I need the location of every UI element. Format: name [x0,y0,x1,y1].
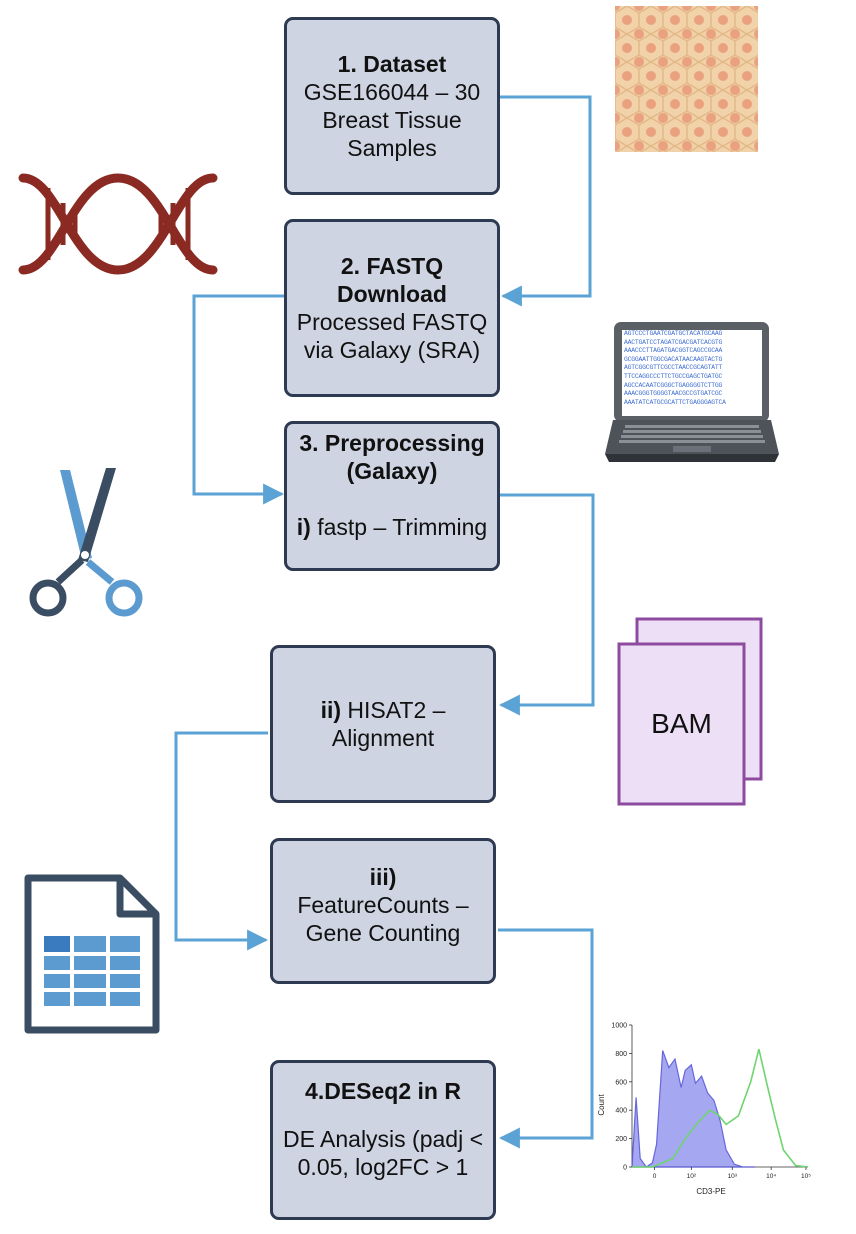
step-3-substep: i) fastp – Trimming [297,513,487,541]
histogram-xlabel: CD3-PE [696,1187,725,1196]
sequence-line: AACTGATCCTAGATCGACGATCACGTG [624,338,723,346]
step-2-title-2: Download [337,281,447,307]
step-3-iii-featurecounts: iii) FeatureCounts – Gene Counting [270,838,496,984]
step-iii-number: iii) [369,864,397,890]
histogram-x-tick-label: 10⁴ [766,1173,776,1180]
arrow-3-to-ii [498,493,595,716]
step-3-ii-alignment: ii) HISAT2 – Alignment [270,645,496,803]
histogram-filled-series [631,1050,755,1168]
arrow-2-to-3 [192,294,286,505]
histogram-ylabel: Count [597,1094,606,1116]
arrow-1-to-2 [498,95,592,307]
arrow-ii-to-iii [174,731,269,951]
step-iii-line-1: FeatureCounts – [297,892,469,918]
step-4-title: 4.DESeq2 in R [305,1078,461,1104]
histogram-x-tick-label: 10² [687,1173,697,1180]
step-2-fastq-download: 2. FASTQ Download Processed FASTQ via Ga… [284,219,500,397]
histogram-x-tick-label: 0 [653,1173,657,1180]
step-ii-number: ii) [320,697,342,723]
histogram-y-tick-label: 200 [615,1136,627,1143]
step-2-title-1: 2. FASTQ [340,253,444,279]
histogram-x-tick-label: 10³ [728,1173,738,1180]
sequence-line: AAATATCATGCGCATTCTGAGGGAGTCA [624,398,726,406]
histogram-line-series [632,1048,809,1168]
step-3-substep-text: fastp – Trimming [310,514,488,540]
sequence-line: GCGGAATTGGCGACATAACAAGTACTG [624,355,723,363]
tissue-cells-icon [615,6,758,152]
sequence-line: AGTCGGCGTTCGCCTAACCGCAGTATT [624,364,723,372]
step-1-line-1: GSE166044 – 30 [303,79,481,105]
bam-files-icon [617,617,763,806]
histogram-y-tick-label: 1000 [611,1023,627,1030]
step-3-substep-number: i) [296,514,311,540]
histogram-y-tick-label: 800 [615,1051,627,1058]
histogram-y-tick-label: 0 [623,1165,627,1172]
laptop-screen: AGTCCCTGAATCGATGCTACATGCAAG AACTGATCCTAG… [614,322,769,422]
spreadsheet-file-icon [24,874,160,1034]
step-ii-text: HISAT2 – [341,697,446,723]
laptop-display: AGTCCCTGAATCGATGCTACATGCAAG AACTGATCCTAG… [622,330,762,416]
step-3-preprocessing: 3. Preprocessing (Galaxy) i) fastp – Tri… [284,421,500,571]
step-4-deseq2: 4.DESeq2 in R DE Analysis (padj < 0.05, … [270,1060,496,1220]
arrow-iii-to-4 [498,928,594,1149]
step-1-line-3: Samples [347,135,437,161]
laptop-keyboard [605,420,779,462]
step-ii-line-2: Alignment [331,725,435,751]
step-4-line-1: DE Analysis (padj < [282,1126,484,1152]
step-1-line-2: Breast Tissue [322,107,462,133]
dna-helix-icon [18,173,218,275]
step-2-line-1: Processed FASTQ [296,309,488,335]
laptop-sequence-icon: AGTCCCTGAATCGATGCTACATGCAAG AACTGATCCTAG… [603,320,781,464]
step-1-title: 1. Dataset [337,51,447,77]
histogram-y-tick-label: 400 [615,1108,627,1115]
histogram-x-tick-label: 10⁵ [801,1173,811,1180]
sequence-line: AGCCACAATCGGGCTGAGGGGTCTTGG [624,381,723,389]
step-3-title-2: (Galaxy) [346,458,438,484]
step-4-line-2: 0.05, log2FC > 1 [297,1154,469,1180]
bam-label: BAM [651,708,712,739]
flow-histogram-icon: 0 200 400 600 800 1000 0 10² 10³ 10⁴ 10⁵ Count CD3… [597,1023,811,1197]
step-iii-line-2: Gene Counting [305,920,461,946]
step-ii-line-1: ii) HISAT2 – [321,696,446,724]
step-2-line-2: via Galaxy (SRA) [303,337,481,363]
sequence-line: AGTCCCTGAATCGATGCTACATGCAAG [624,330,723,337]
scissors-icon [29,468,143,617]
sequence-line: TTCCAGGCCCTTCTGCCGAGCTGATGC [624,372,723,380]
sequence-line: AAACCCTTAGATGACGGTCAGCCGCAA [624,347,723,355]
step-3-title-1: 3. Preprocessing [299,430,485,456]
sequence-line: AAACGGGTGGGGTAACGCCGTGATCGC [624,390,723,398]
histogram-y-tick-label: 600 [615,1079,627,1086]
step-1-dataset: 1. Dataset GSE166044 – 30 Breast Tissue … [284,17,500,195]
